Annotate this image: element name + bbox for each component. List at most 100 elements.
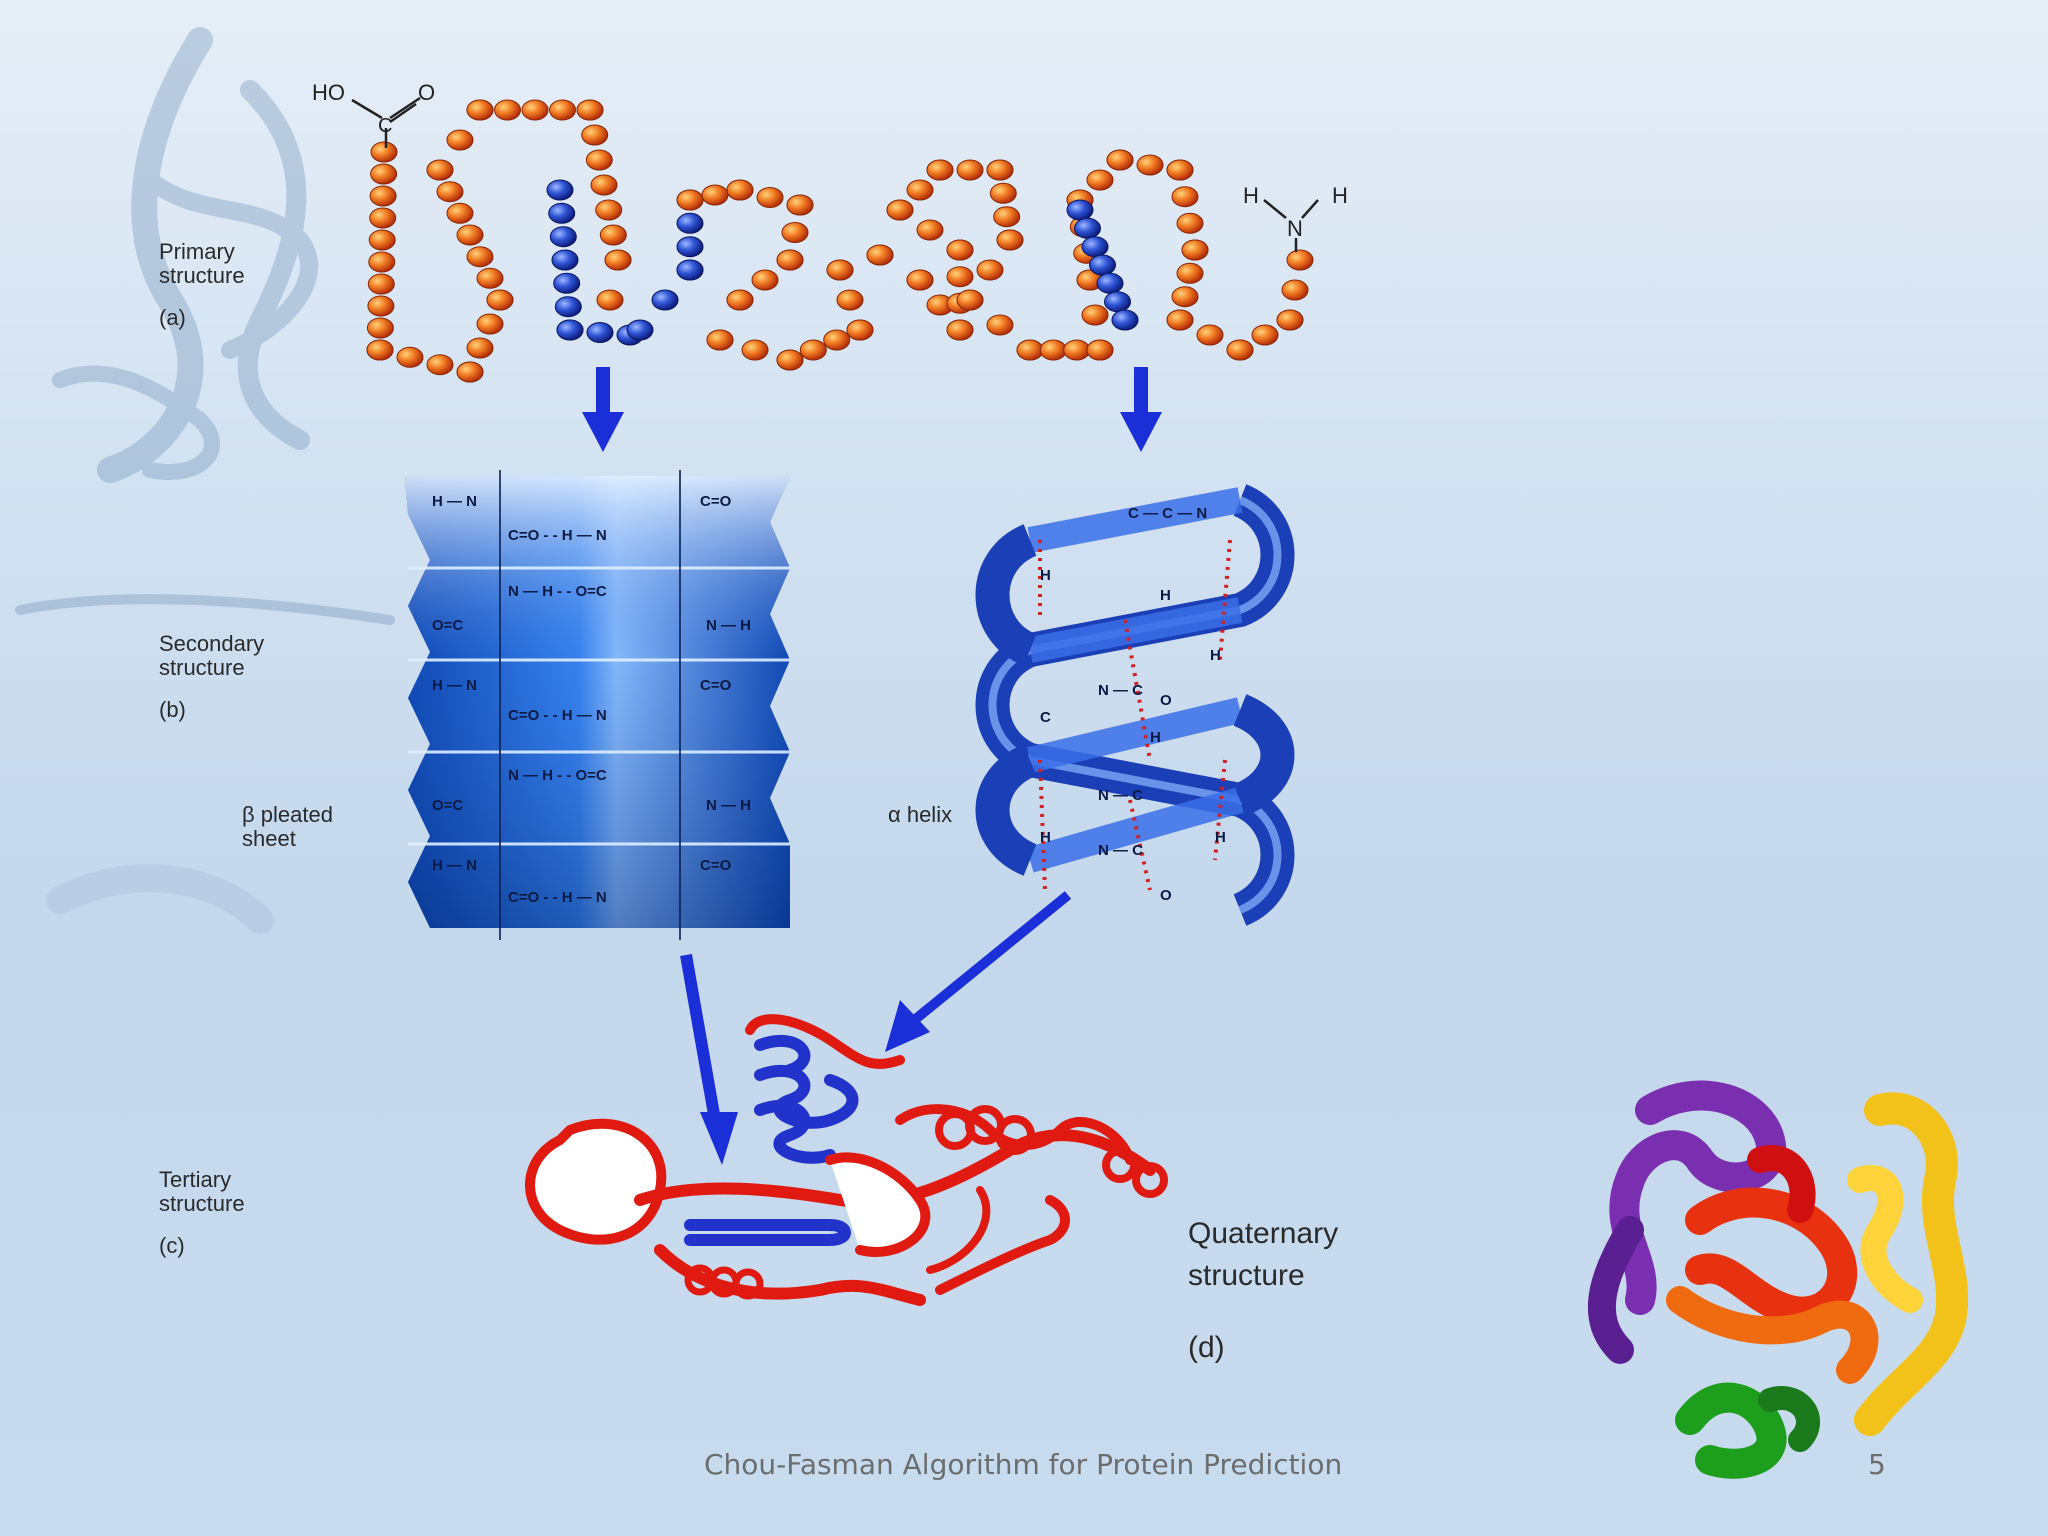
amino-acid-bead-blue [676, 259, 704, 281]
amino-acid-bead [446, 202, 474, 224]
amino-acid-bead-blue [553, 272, 581, 294]
amino-acid-bead [396, 346, 424, 368]
amino-acid-bead [989, 182, 1017, 204]
amino-acid-bead [846, 319, 874, 341]
amino-acid-bead [370, 141, 398, 163]
amino-acid-bead [956, 289, 984, 311]
svg-text:H — N: H — N [432, 677, 477, 694]
amino-acid-bead-blue [1081, 236, 1109, 258]
amino-acid-bead [986, 159, 1014, 181]
amino-acid-bead [886, 199, 914, 221]
amino-acid-bead [916, 219, 944, 241]
amino-acid-bead [786, 194, 814, 216]
amino-acid-bead [576, 99, 604, 121]
svg-text:O: O [1160, 692, 1172, 709]
tertiary-title-2: structure [159, 1191, 245, 1216]
amino-acid-bead [426, 354, 454, 376]
amino-acid-bead [826, 259, 854, 281]
amino-acid-bead [549, 99, 576, 121]
svg-text:H: H [1215, 829, 1226, 846]
quaternary-structure-label: Quaternary structure (d) [1188, 1213, 1338, 1369]
amino-acid-bead [1106, 149, 1134, 171]
amino-acid-bead [946, 319, 974, 341]
quaternary-tag: (d) [1188, 1331, 1225, 1364]
tertiary-structure-ribbon [525, 1014, 1168, 1306]
svg-text:C: C [1040, 709, 1051, 726]
amino-acid-bead [1176, 212, 1204, 234]
secondary-structure-label: Secondary structure (b) [159, 632, 264, 722]
amino-acid-bead [1251, 324, 1279, 346]
slide-number: 5 [1868, 1448, 1886, 1481]
svg-text:N — H - - O=C: N — H - - O=C [508, 767, 607, 784]
amino-acid-bead-blue [651, 289, 679, 311]
amino-acid-bead [741, 339, 769, 361]
amino-acid-bead [436, 181, 464, 203]
chem-label-h-right: H [1332, 183, 1348, 208]
amino-acid-bead-blue [546, 179, 574, 201]
quaternary-title-2: structure [1188, 1259, 1305, 1292]
chem-label-o: O [418, 80, 435, 105]
amino-acid-bead [836, 289, 864, 311]
amino-acid-bead [956, 159, 984, 181]
svg-text:H — N: H — N [432, 493, 477, 510]
amino-acid-bead [581, 124, 609, 146]
amino-acid-bead-blue [548, 202, 576, 224]
svg-text:C=O: C=O [700, 857, 732, 874]
amino-acid-bead [604, 249, 632, 271]
amino-acid-bead [486, 289, 514, 311]
svg-text:C=O: C=O [700, 493, 732, 510]
arrow-sheet-to-tertiary [680, 953, 738, 1165]
amino-acid-bead [466, 99, 494, 121]
svg-text:N — C: N — C [1098, 842, 1143, 859]
primary-structure-bead-chain [366, 99, 1314, 383]
amino-acid-bead [476, 313, 504, 335]
amino-acid-bead [706, 329, 734, 351]
primary-title: Primary [159, 239, 235, 264]
amino-acid-bead [726, 289, 754, 311]
amino-acid-bead [476, 267, 504, 289]
alpha-helix-label: α helix [888, 802, 953, 827]
amino-acid-bead [1286, 249, 1314, 271]
tertiary-tag: (c) [159, 1233, 185, 1258]
amino-acid-bead [585, 149, 613, 171]
beta-pleated-sheet: H — N C=O C=O - - H — N N — H - - O=C O=C… [405, 470, 790, 940]
svg-text:N — H: N — H [706, 797, 751, 814]
amino-acid-bead [1081, 304, 1109, 326]
amino-acid-bead-blue [1104, 291, 1131, 313]
svg-text:C=O - - H — N: C=O - - H — N [508, 527, 607, 544]
amino-acid-bead-blue [554, 296, 582, 318]
chem-label-h-left: H [1243, 183, 1259, 208]
chem-label-n: N [1287, 216, 1303, 241]
amino-acid-bead [751, 269, 779, 291]
svg-text:O: O [1160, 887, 1172, 904]
amino-acid-bead-blue [676, 212, 704, 234]
amino-acid-bead [456, 224, 484, 246]
svg-text:N — H - - O=C: N — H - - O=C [508, 583, 607, 600]
amino-acid-bead [776, 349, 804, 371]
amino-acid-bead [776, 249, 804, 271]
secondary-title: Secondary [159, 631, 265, 656]
amino-acid-bead [456, 361, 484, 383]
amino-acid-bead [906, 179, 934, 201]
svg-text:H: H [1040, 829, 1051, 846]
amino-acid-bead-blue [676, 236, 704, 258]
tertiary-structure-label: Tertiary structure (c) [159, 1168, 245, 1258]
svg-text:C=O - - H — N: C=O - - H — N [508, 889, 607, 906]
secondary-title-2: structure [159, 655, 245, 680]
amino-acid-bead [1171, 186, 1199, 208]
amino-acid-bead-blue [586, 322, 614, 343]
arrow-primary-to-sheet [582, 367, 624, 452]
amino-acid-bead [367, 295, 395, 317]
amino-acid-bead [1176, 262, 1204, 284]
amino-acid-bead [494, 99, 521, 121]
amino-acid-bead [521, 99, 549, 121]
amino-acid-bead [446, 129, 474, 151]
chem-label-c: C [378, 115, 392, 137]
svg-text:O=C: O=C [432, 797, 463, 814]
amino-acid-bead [993, 206, 1021, 228]
amino-acid-bead [367, 273, 395, 295]
amino-acid-bead [926, 159, 954, 181]
amino-acid-bead-blue [551, 249, 579, 271]
svg-text:O=C: O=C [432, 617, 463, 634]
